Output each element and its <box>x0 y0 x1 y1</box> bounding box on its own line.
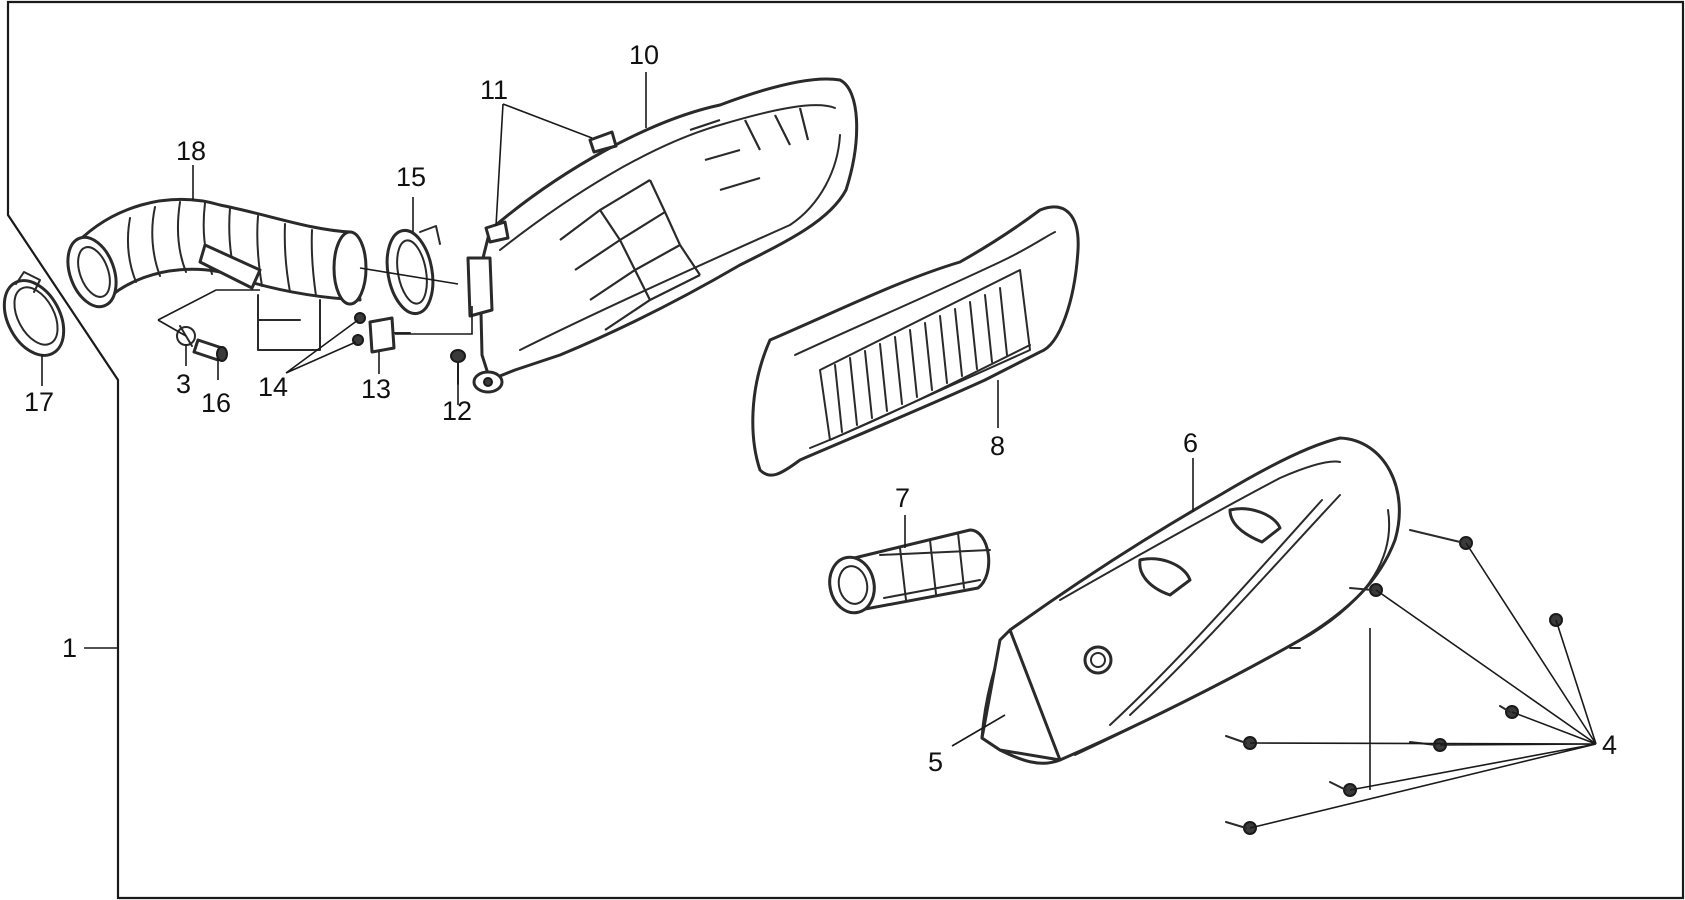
callout-6: 6 <box>1183 428 1198 458</box>
part-10-filter-case <box>466 77 859 394</box>
part-7-intake-duct <box>828 528 991 615</box>
part-13-fitting <box>368 316 411 354</box>
callout-10: 10 <box>629 40 659 70</box>
callout-12: 12 <box>442 396 472 426</box>
callout-5: 5 <box>928 747 943 777</box>
part-15-hose-clamp <box>385 225 441 316</box>
callout-7: 7 <box>895 483 910 513</box>
callout-14: 14 <box>258 372 288 402</box>
callout-18: 18 <box>176 136 206 166</box>
part-18-intake-hose <box>66 197 368 351</box>
callout-15: 15 <box>396 162 426 192</box>
callout-4: 4 <box>1602 730 1617 760</box>
part-16-plug <box>192 338 228 362</box>
part-8-filter-element <box>751 205 1080 477</box>
part-14-screws <box>352 312 366 346</box>
part-5-6-filter-cover <box>980 436 1401 765</box>
callout-17: 17 <box>24 387 54 417</box>
callout-11: 11 <box>480 75 508 105</box>
callout-13: 13 <box>361 374 391 404</box>
part-17-hose-clamp <box>2 271 66 357</box>
callout-1: 1 <box>62 633 77 663</box>
callout-16: 16 <box>201 388 231 418</box>
callout-3: 3 <box>176 369 191 399</box>
callout-labels: 1 3 4 5 6 7 8 10 11 12 13 14 15 16 17 18 <box>24 40 1617 777</box>
callout-8: 8 <box>990 431 1005 461</box>
filter-pleats <box>834 287 1008 433</box>
assembly-frame <box>6 0 1685 900</box>
leader-lines <box>41 72 1597 829</box>
